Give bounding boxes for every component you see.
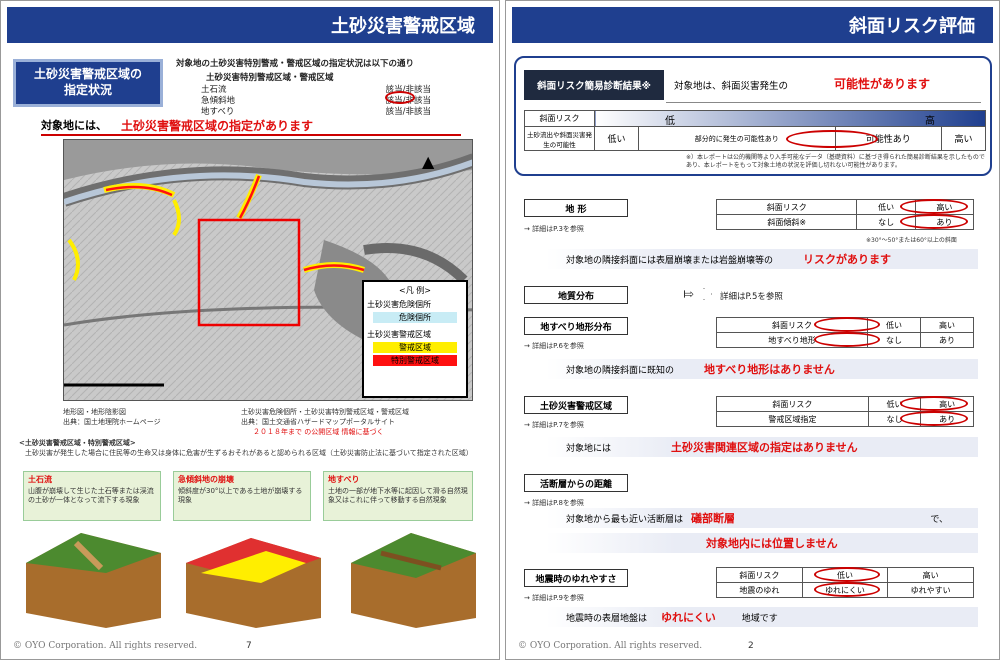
left-page-number: 7 bbox=[246, 641, 252, 651]
status-row-debris: 土石流該当/非該当 bbox=[201, 85, 431, 95]
status-intro: 対象地の土砂災害特別警戒・警戒区域の指定状況は以下の通り bbox=[176, 59, 415, 69]
section-title-geology: 地質分布 bbox=[524, 286, 628, 304]
ref-topography: → 詳細はP.3を参照 bbox=[524, 225, 584, 233]
diagnosis-label: 斜面リスク簡易診断結果※ bbox=[524, 70, 664, 100]
ref-landslide: → 詳細はP.6を参照 bbox=[524, 342, 584, 350]
map-legend: <凡 例> 土砂災害危険個所 危険個所 土砂災害警戒区域 警戒区域 特別警戒区域 bbox=[362, 280, 468, 398]
legend-swatch-warning: 警戒区域 bbox=[373, 342, 457, 353]
diagnosis-note: ※）本レポートは公的機関等より入手可能なデータ（基礎資料）に基づき得られた簡易診… bbox=[686, 154, 985, 170]
left-page: 土砂災害警戒区域 土砂災害警戒区域の 指定状況 対象地の土砂災害特別警戒・警戒区… bbox=[0, 0, 500, 660]
section-title-box: 土砂災害警戒区域の 指定状況 bbox=[13, 59, 163, 107]
diagnosis-result: 可能性があります bbox=[834, 77, 931, 91]
ref-hazard-zone: → 詳細はP.7を参照 bbox=[524, 421, 584, 429]
status-row-landslide: 地すべり該当/非該当 bbox=[201, 107, 431, 117]
source-left-1: 地形図・地形陰影図 bbox=[63, 408, 126, 416]
type-illustrations bbox=[26, 533, 476, 628]
source-right-2: 出典：国土交通省ハザードマップポータルサイト bbox=[241, 418, 395, 426]
explain-title: <土砂災害警戒区域・特別警戒区域> bbox=[19, 439, 136, 447]
right-page-number: 2 bbox=[748, 641, 754, 651]
finding-line: 対象地には、土砂災害警戒区域の指定があります bbox=[41, 116, 461, 136]
section-title-shaking: 地震時のゆれやすさ bbox=[524, 569, 628, 587]
right-page-header: 斜面リスク評価 bbox=[512, 7, 993, 43]
risk-scale-table: 斜面リスク 低 高 土砂流出や斜面災害発生の可能性 低い 部分的に発生の可能性あ… bbox=[524, 110, 987, 151]
arrow-icon-shape: ⇨ bbox=[684, 287, 695, 301]
scale-highlight-oval bbox=[786, 130, 878, 148]
result-hazard-zone: 対象地には土砂災害関連区域の指定はありません bbox=[546, 437, 978, 457]
diagnosis-text: 対象地は、斜面災害発生の bbox=[674, 81, 789, 92]
result-shaking: 地震時の表層地盤はゆれにくい地域です bbox=[546, 607, 978, 627]
legend-swatch-special: 特別警戒区域 bbox=[373, 355, 457, 366]
type-card-landslide: 地すべり 土地の一部が地下水等に起因して滑る自然現象又はこれに伴って移動する自然… bbox=[323, 471, 473, 521]
legend-swatch-danger: 危険個所 bbox=[373, 312, 457, 323]
result-topography: 対象地の隣接斜面には表層崩壊または岩盤崩壊等のリスクがあります bbox=[546, 249, 978, 269]
hazard-map: ▲ <凡 例> 土砂災害危険個所 危険個所 土砂災害警戒区域 警戒区域 特別警戒… bbox=[63, 139, 473, 401]
result-fault: 対象地から最も近い活断層は礒部断層で、 bbox=[546, 508, 978, 528]
ref-shaking: → 詳細はP.9を参照 bbox=[524, 594, 584, 602]
ref-geology: 詳細はP.5を参照 bbox=[720, 292, 783, 302]
source-right-1: 土砂災害危険個所・土砂災害特別警戒区域・警戒区域 bbox=[241, 408, 409, 416]
right-footer: © OYO Corporation. All rights reserved. bbox=[518, 641, 703, 651]
source-note: ２０１８年まで の公開区域 情報に基づく bbox=[253, 428, 384, 436]
status-subhead: 土砂災害特別警戒区域・警戒区域 bbox=[206, 73, 334, 83]
note-topography: ※30°～50°または60°以上の斜面 bbox=[866, 237, 957, 244]
ref-fault: → 詳細はP.8を参照 bbox=[524, 499, 584, 507]
left-page-header: 土砂災害警戒区域 bbox=[7, 7, 493, 43]
type-card-debris: 土石流 山腹が崩壊して生じた土石等または渓流の土砂が一体となって流下する現象 bbox=[23, 471, 161, 521]
section-title-fault: 活断層からの距離 bbox=[524, 474, 628, 492]
map-graphic bbox=[64, 140, 472, 400]
highlight-oval bbox=[385, 91, 415, 104]
north-arrow-icon: ▲ bbox=[422, 152, 435, 171]
section-title-landslide: 地すべり地形分布 bbox=[524, 317, 628, 335]
result-landslide: 対象地の隣接斜面に既知の地すべり地形はありません bbox=[546, 359, 978, 379]
section-title-hazard-zone: 土砂災害警戒区域 bbox=[524, 396, 628, 414]
section-title-topography: 地 形 bbox=[524, 199, 628, 217]
type-card-steep: 急傾斜地の崩壊 傾斜度が30°以上である土地が崩壊する現象 bbox=[173, 471, 311, 521]
source-left-2: 出典：国土地理院ホームページ bbox=[63, 418, 161, 426]
right-page: 斜面リスク評価 斜面リスク簡易診断結果※ 対象地は、斜面災害発生の 可能性があり… bbox=[505, 0, 1000, 660]
result-fault-2: 対象地内には位置しません bbox=[546, 533, 978, 553]
diagnosis-panel: 斜面リスク簡易診断結果※ 対象地は、斜面災害発生の 可能性があります 斜面リスク… bbox=[514, 56, 992, 176]
left-footer: © OYO Corporation. All rights reserved. bbox=[13, 641, 198, 651]
explain-text: 土砂災害が発生した場合に住民等の生命又は身体に危害が生ずるおそれがあると認められ… bbox=[25, 449, 473, 457]
